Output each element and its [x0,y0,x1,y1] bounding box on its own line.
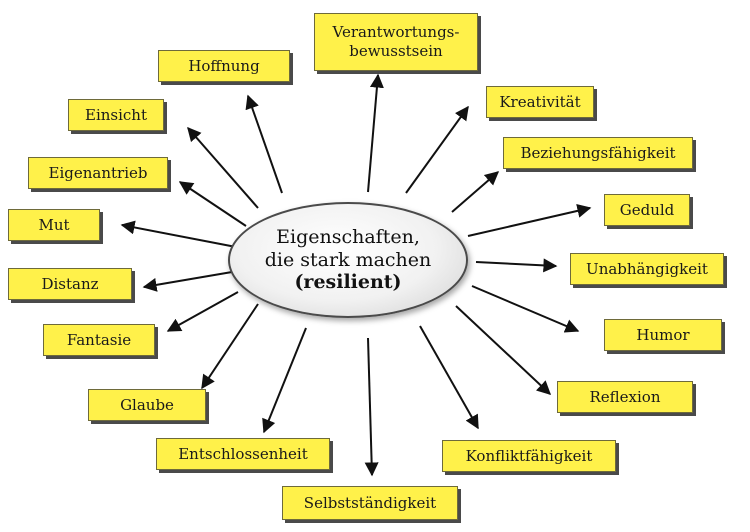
arrow-to-kreativitaet [405,105,469,194]
trait-mut: Mut [8,209,100,241]
arrow-to-glaube [201,303,259,390]
trait-glaube: Glaube [88,389,206,421]
center-line-1: Eigenschaften, [276,225,420,248]
trait-humor: Humor [604,319,722,351]
arrow-to-eigenantrieb [178,181,247,227]
trait-unabhaengigkeit: Unabhängigkeit [570,253,724,285]
trait-kreativitaet: Kreativität [486,86,594,118]
center-ellipse: Eigenschaften, die stark machen (resilie… [228,202,468,318]
arrow-to-mut [120,220,237,248]
arrow-to-geduld [467,203,592,237]
arrow-to-reflexion [455,305,552,395]
arrow-to-einsicht [187,126,259,209]
trait-reflexion: Reflexion [557,381,693,413]
trait-einsicht: Einsicht [68,99,164,131]
arrow-to-humor [471,285,580,333]
trait-hoffnung: Hoffnung [158,50,290,82]
arrow-to-unabhaengigkeit [475,258,558,273]
arrow-to-beziehungsfaehigkeit [451,171,500,213]
trait-distanz: Distanz [8,268,132,300]
arrow-to-fantasie [166,291,239,332]
trait-entschlossenheit: Entschlossenheit [156,438,330,470]
arrow-to-selbststaendigkeit [364,337,379,477]
trait-fantasie: Fantasie [43,324,155,356]
arrow-to-konfliktfaehigkeit [419,325,479,430]
trait-beziehungsfaehigkeit: Beziehungsfähigkeit [503,137,693,169]
trait-selbststaendigkeit: Selbstständigkeit [282,486,458,520]
arrow-to-verantwortungsbewusstsein [367,73,384,193]
arrow-to-entschlossenheit [262,327,307,434]
trait-konfliktfaehigkeit: Konfliktfähigkeit [442,440,616,472]
arrow-to-hoffnung [245,94,283,194]
trait-verantwortungsbewusstsein: Verantwortungs- bewusstsein [314,13,478,71]
center-line-3: (resilient) [294,271,402,294]
trait-geduld: Geduld [604,194,690,226]
center-line-2: die stark machen [264,248,432,271]
trait-eigenantrieb: Eigenantrieb [28,157,168,189]
arrow-to-distanz [142,271,233,292]
